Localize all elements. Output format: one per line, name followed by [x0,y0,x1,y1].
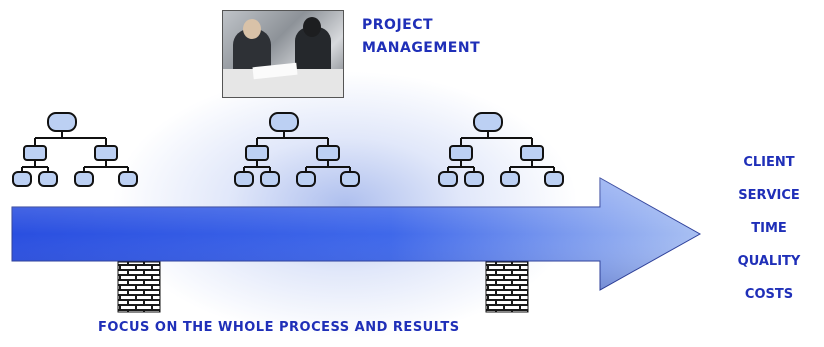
focus-caption: FOCUS ON THE WHOLE PROCESS AND RESULTS [98,320,460,335]
project-label: PROJECT [362,17,434,33]
brick-pillar-icon [485,261,529,313]
outcome-service: SERVICE [738,188,800,203]
outcome-costs: COSTS [744,287,794,302]
process-arrow-icon [11,177,702,291]
photo-head-right [303,17,321,37]
meeting-photo-icon [222,10,344,98]
org-chart-icon [12,112,138,187]
outcome-client: CLIENT [743,155,795,170]
outcomes-list: CLIENT SERVICE TIME QUALITY COSTS [726,146,812,311]
outcome-time: TIME [751,221,787,236]
outcome-quality: QUALITY [737,254,801,269]
org-chart-icon [438,112,564,187]
photo-head-left [243,19,261,39]
brick-pillar-icon [117,261,161,313]
project-management-label: PROJECT MANAGEMENT [362,14,480,60]
org-chart-icon [234,112,360,187]
management-label: MANAGEMENT [362,40,481,56]
